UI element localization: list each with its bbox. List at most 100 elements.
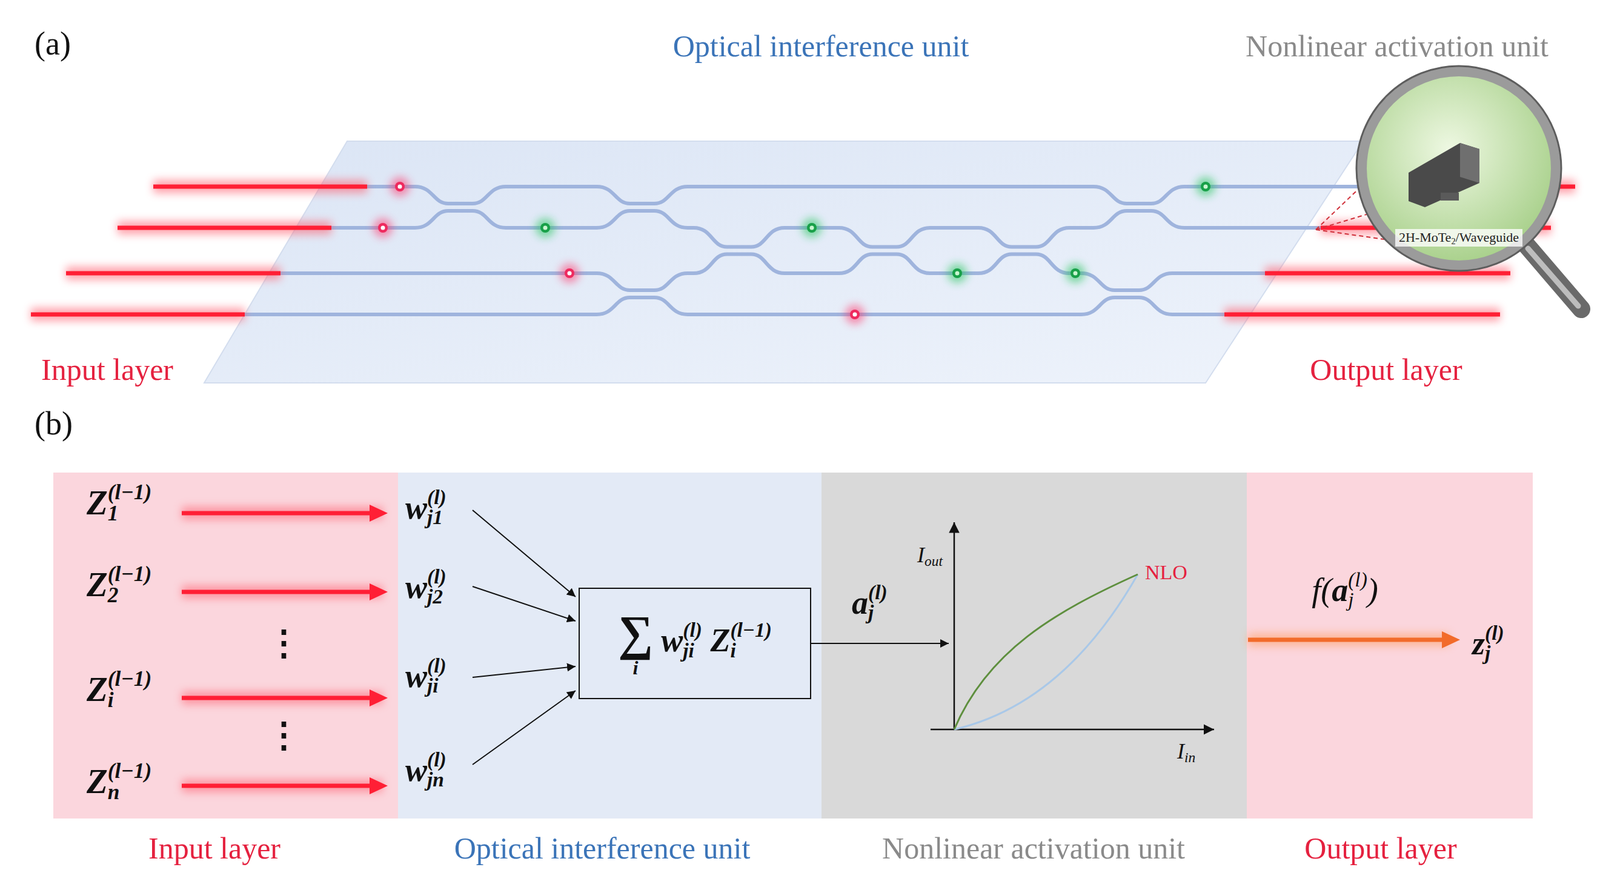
text-part: jn	[427, 769, 447, 790]
device-face	[1460, 142, 1480, 183]
text-part: Nonlinear activation unit	[882, 831, 1186, 866]
input-arrow	[181, 696, 374, 701]
dot-core	[398, 184, 403, 190]
text-part: ⋮	[266, 715, 302, 754]
dot-core	[809, 225, 815, 231]
text-part: Output layer	[1304, 831, 1457, 866]
layer-label: Input layer	[41, 352, 174, 388]
flake	[1440, 192, 1459, 201]
text-part: 2	[107, 584, 152, 606]
light-beams	[30, 186, 1576, 315]
text-part: j2	[427, 586, 447, 607]
sum-arrow	[811, 643, 949, 644]
input-arrows	[181, 504, 388, 795]
text-part: ji	[427, 675, 447, 696]
text-part: Output layer	[1309, 352, 1462, 387]
input-arrow	[181, 511, 374, 516]
panel-label: Optical interference unit	[454, 831, 751, 867]
dot-glow	[1195, 176, 1216, 197]
light-beam	[1224, 312, 1501, 317]
text-part: (l−1)	[107, 668, 152, 690]
phase-shifter	[559, 263, 580, 283]
arrow-glow	[181, 779, 383, 793]
text-part: Z	[86, 670, 108, 709]
weight-arrow	[472, 690, 576, 765]
waveguide	[280, 254, 1273, 291]
chip-plane	[204, 141, 1364, 383]
waveguides	[244, 186, 1412, 315]
text-part: Nonlinear activation unit	[1245, 29, 1549, 64]
dot-glow	[802, 218, 822, 238]
text-part: (l)j	[1347, 569, 1368, 611]
dot-glow	[845, 304, 865, 325]
weight: w(l)j1	[405, 487, 447, 528]
text-part: (l)j2	[427, 566, 447, 608]
layer-panel: w(l)j1w(l)j2w(l)jiw(l)jnOptical interfer…	[398, 472, 822, 819]
text-part: (l)	[868, 582, 888, 603]
text-part: w	[405, 751, 428, 789]
text-part: (l)jn	[427, 749, 447, 791]
dot	[806, 222, 817, 233]
weight-arrow	[472, 666, 576, 678]
text-part: 2H-MoTe	[1398, 229, 1451, 245]
dot	[395, 181, 405, 192]
device-block	[1408, 142, 1480, 208]
text-part: i	[730, 640, 772, 661]
dot-glow	[373, 218, 393, 238]
text-part: (l−1)i	[730, 619, 772, 661]
handle-highlight	[1527, 248, 1579, 306]
text-part: ji	[682, 640, 703, 661]
input-arrow	[181, 590, 374, 595]
arrowhead	[369, 583, 388, 601]
dot-core	[853, 312, 858, 317]
section-title: Optical interference unit	[673, 29, 970, 65]
light-beam	[153, 184, 368, 190]
dot-core	[1073, 271, 1078, 276]
panel-letter: (a)	[34, 24, 71, 63]
waveguide	[244, 297, 1230, 315]
arrowhead	[369, 777, 388, 795]
arrowhead	[369, 504, 388, 522]
text-part: I	[917, 542, 925, 568]
input-signal: Z(l−1)i	[86, 668, 152, 712]
input-signal: Z(l−1)2	[86, 563, 152, 607]
activation-input: a(l)j	[851, 582, 888, 623]
axis-label: Iout	[917, 542, 943, 570]
output-arrowhead	[1441, 631, 1461, 649]
output-signal: z(l)j	[1472, 622, 1505, 664]
text-part: (l−1)2	[107, 563, 152, 607]
text-part: NLO	[1145, 560, 1188, 584]
leader-line	[1315, 229, 1385, 240]
text-part: (l)j	[868, 582, 888, 623]
activation-function: f(a(l)j)	[1311, 569, 1379, 611]
text-part: f(	[1311, 571, 1332, 609]
text-part: Z	[86, 483, 108, 522]
lens-rim	[1361, 71, 1556, 266]
text-part: (l)	[427, 566, 447, 587]
arrow-glow	[181, 585, 383, 599]
x-axis	[930, 728, 1215, 731]
waveguide	[331, 210, 1333, 248]
text-part: Z	[86, 762, 108, 801]
output-arrow	[1248, 637, 1445, 643]
magnifier-handle	[1526, 245, 1582, 309]
nlo-curve	[954, 574, 1138, 730]
text-part: out	[924, 553, 943, 569]
text-part: (l)	[1484, 622, 1505, 643]
text-part: n	[107, 781, 152, 803]
text-part: (l−1)	[730, 619, 772, 640]
beam-glow	[1224, 307, 1501, 322]
text-part: w	[405, 568, 428, 606]
text-part: (l−1)i	[107, 668, 152, 712]
text-part: (l)j1	[427, 487, 447, 528]
phase-shifter	[390, 176, 410, 197]
sum-arrow-line	[811, 642, 949, 644]
arrow-glow	[181, 691, 383, 705]
panel-label: Output layer	[1304, 831, 1457, 867]
beam-glow	[30, 307, 245, 322]
sum-box: ∑i w(l)ji Z(l−1)i	[578, 587, 812, 700]
beam-glow	[117, 221, 332, 235]
phase-shifter	[373, 218, 393, 238]
